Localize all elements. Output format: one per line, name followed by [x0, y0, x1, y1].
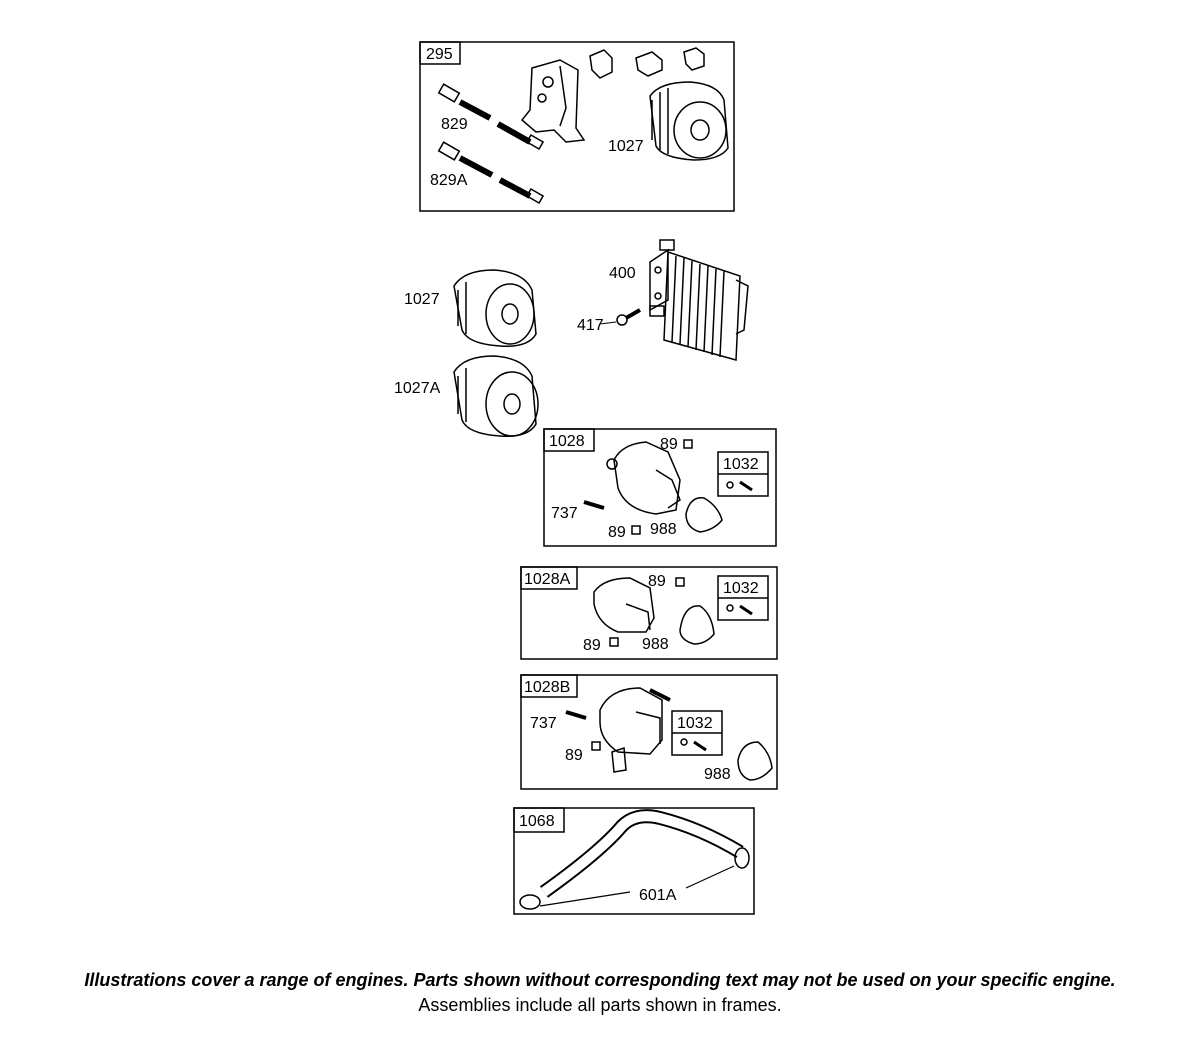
frame-label-1028: 1028 — [549, 433, 585, 450]
part-label-737: 737 — [530, 715, 557, 732]
assembly-note: Assemblies include all parts shown in fr… — [418, 995, 782, 1015]
part-label-988: 988 — [704, 766, 731, 783]
frame-295 — [419, 41, 735, 212]
part-label-400: 400 — [609, 265, 636, 282]
frame-label-1032: 1032 — [723, 456, 759, 473]
oil-pump-icon — [593, 577, 655, 633]
fitting-icon — [589, 47, 705, 79]
oil-filter-icon — [649, 81, 729, 161]
frame-1068 — [513, 807, 755, 915]
part-label-601a: 601A — [639, 887, 677, 904]
part-label-89: 89 — [608, 524, 626, 541]
frame-label-1028a: 1028A — [524, 571, 571, 588]
part-label-737: 737 — [551, 505, 578, 522]
disclaimer-text: Illustrations cover a range of engines. … — [84, 970, 1116, 990]
frame-1028b — [520, 674, 778, 790]
part-label-89: 89 — [648, 573, 666, 590]
part-label-829a: 829A — [430, 172, 468, 189]
gasket-icon — [685, 497, 723, 533]
frame-1028 — [543, 428, 777, 547]
gasket-icon — [737, 741, 773, 781]
frame-label-1068: 1068 — [519, 813, 555, 830]
oil-filter-icon — [453, 269, 537, 347]
part-label-988: 988 — [650, 521, 677, 538]
part-label-1027: 1027 — [608, 138, 644, 155]
oil-pump-icon — [599, 687, 671, 755]
frame-label-1032: 1032 — [677, 715, 713, 732]
frame-label-1028b: 1028B — [524, 679, 570, 696]
part-label-89: 89 — [660, 436, 678, 453]
oil-hose-icon — [437, 83, 545, 204]
part-label-89: 89 — [583, 637, 601, 654]
part-label-417: 417 — [577, 317, 604, 334]
part-label-988: 988 — [642, 636, 669, 653]
hose-icon — [539, 809, 744, 898]
frame-label-1032: 1032 — [723, 580, 759, 597]
hose-clamp-icon — [519, 847, 750, 910]
part-label-1027: 1027 — [404, 291, 440, 308]
screw-icon — [616, 308, 641, 326]
oil-pump-icon — [606, 441, 681, 515]
frame-label-295: 295 — [426, 46, 453, 63]
frame-1028a — [520, 566, 778, 660]
part-label-1027a: 1027A — [394, 380, 441, 397]
part-label-829: 829 — [441, 116, 468, 133]
gasket-icon — [679, 605, 715, 645]
oil-cooler-icon — [649, 239, 749, 361]
filter-adapter-icon — [520, 59, 586, 143]
part-label-89: 89 — [565, 747, 583, 764]
oil-filter-icon — [453, 355, 539, 437]
